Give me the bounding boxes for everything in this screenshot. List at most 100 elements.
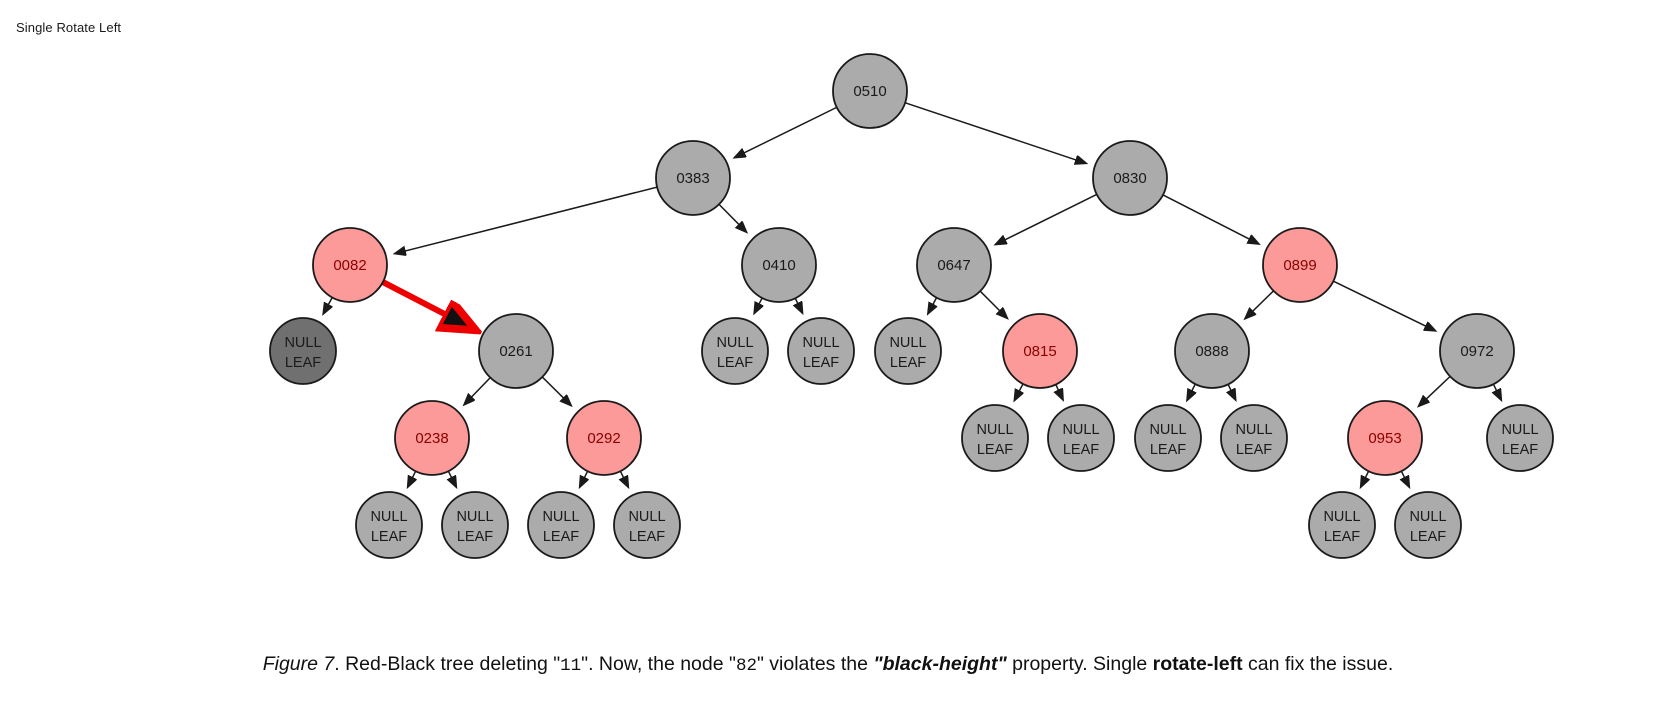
- null-leaf-label: LEAF: [977, 442, 1013, 458]
- caption-violating-key: 82: [735, 656, 757, 676]
- tree-edge: [928, 296, 938, 314]
- node-key-label: 0261: [499, 343, 532, 360]
- null-leaf-label: NULL: [284, 335, 321, 351]
- null-leaf-circle: [613, 491, 681, 559]
- tree-edge: [754, 296, 762, 314]
- null-leaf-circle: [355, 491, 423, 559]
- null-leaf-node[interactable]: NULL LEAF: [441, 491, 509, 559]
- node-key-label: 0510: [853, 83, 886, 100]
- node-circle-black: [832, 53, 908, 129]
- tree-node[interactable]: 0238: [394, 400, 470, 476]
- node-circle-black: [1092, 140, 1168, 216]
- null-leaf-label: NULL: [716, 335, 753, 351]
- null-leaf-label: LEAF: [803, 355, 839, 371]
- null-leaf-node[interactable]: NULL LEAF: [269, 317, 337, 385]
- null-leaf-node[interactable]: NULL LEAF: [874, 317, 942, 385]
- null-leaf-label: LEAF: [1150, 442, 1186, 458]
- tree-edge: [1418, 375, 1452, 407]
- node-key-label: 0647: [937, 257, 970, 274]
- node-key-label: 0953: [1368, 430, 1401, 447]
- null-leaf-label: LEAF: [1502, 442, 1538, 458]
- tree-node[interactable]: 0815: [1002, 313, 1078, 389]
- null-leaf-label: LEAF: [1236, 442, 1272, 458]
- null-leaf-node[interactable]: NULL LEAF: [787, 317, 855, 385]
- node-circle-red: [566, 400, 642, 476]
- null-leaf-circle: [527, 491, 595, 559]
- node-key-label: 0830: [1113, 170, 1146, 187]
- tree-edge: [1161, 193, 1259, 244]
- caption-deleted-key: 11: [560, 656, 582, 676]
- tree-node[interactable]: 0510: [832, 53, 908, 129]
- null-leaf-label: LEAF: [457, 529, 493, 545]
- null-leaf-node[interactable]: NULL LEAF: [961, 404, 1029, 472]
- null-leaf-label: LEAF: [890, 355, 926, 371]
- caption-part-4: property. Single: [1006, 653, 1153, 675]
- null-leaf-circle: [1134, 404, 1202, 472]
- null-leaf-label: NULL: [456, 509, 493, 525]
- tree-edge: [620, 469, 628, 487]
- null-leaf-node[interactable]: NULL LEAF: [1394, 491, 1462, 559]
- null-leaf-label: NULL: [1409, 509, 1446, 525]
- null-leaf-label: NULL: [1323, 509, 1360, 525]
- node-circle-black: [741, 227, 817, 303]
- node-circle-red: [1347, 400, 1423, 476]
- tree-node[interactable]: 0261: [478, 313, 554, 389]
- tree-node[interactable]: 0830: [1092, 140, 1168, 216]
- tree-edge: [717, 203, 746, 233]
- null-leaf-circle: [874, 317, 942, 385]
- tree-edge: [395, 186, 659, 254]
- node-key-label: 0815: [1023, 343, 1056, 360]
- tree-node[interactable]: 0899: [1262, 227, 1338, 303]
- node-circle-red: [1262, 227, 1338, 303]
- null-leaf-label: NULL: [889, 335, 926, 351]
- tree-edge: [1228, 383, 1236, 400]
- node-circle-red: [312, 227, 388, 303]
- null-leaf-circle-highlighted: [269, 317, 337, 385]
- tree-node[interactable]: 0953: [1347, 400, 1423, 476]
- tree-node[interactable]: 0292: [566, 400, 642, 476]
- null-leaf-circle: [701, 317, 769, 385]
- tree-edge: [464, 376, 492, 405]
- tree-node[interactable]: 0888: [1174, 313, 1250, 389]
- null-leaf-label: LEAF: [1410, 529, 1446, 545]
- null-leaf-label: LEAF: [1063, 442, 1099, 458]
- tree-edge: [448, 469, 456, 487]
- tree-edge: [1361, 469, 1369, 487]
- node-circle-black: [1439, 313, 1515, 389]
- null-leaf-circle: [1308, 491, 1376, 559]
- tree-node[interactable]: 0383: [655, 140, 731, 216]
- null-leaf-label: LEAF: [629, 529, 665, 545]
- node-circle-black: [655, 140, 731, 216]
- null-leaf-node[interactable]: NULL LEAF: [701, 317, 769, 385]
- caption-operation: rotate-left: [1152, 653, 1243, 675]
- tree-node[interactable]: 0647: [916, 227, 992, 303]
- caption-part-5: can fix the issue.: [1242, 653, 1394, 675]
- null-leaf-label: LEAF: [285, 355, 321, 371]
- node-circle-red: [1002, 313, 1078, 389]
- null-leaf-circle: [1220, 404, 1288, 472]
- tree-edge: [995, 193, 1099, 245]
- node-key-label: 0082: [333, 257, 366, 274]
- null-leaf-label: LEAF: [717, 355, 753, 371]
- tree-edge: [1055, 383, 1063, 400]
- null-leaf-circle: [1486, 404, 1554, 472]
- tree-node[interactable]: 0082: [312, 227, 388, 303]
- null-leaf-label: NULL: [976, 422, 1013, 438]
- tree-node[interactable]: 0410: [741, 227, 817, 303]
- null-leaf-label: NULL: [370, 509, 407, 525]
- null-leaf-circle: [1394, 491, 1462, 559]
- null-leaf-label: NULL: [802, 335, 839, 351]
- caption-part-1: . Red-Black tree deleting ": [334, 653, 561, 675]
- tree-node[interactable]: 0972: [1439, 313, 1515, 389]
- tree-edge: [1014, 382, 1025, 401]
- null-leaf-circle: [441, 491, 509, 559]
- null-leaf-label: NULL: [542, 509, 579, 525]
